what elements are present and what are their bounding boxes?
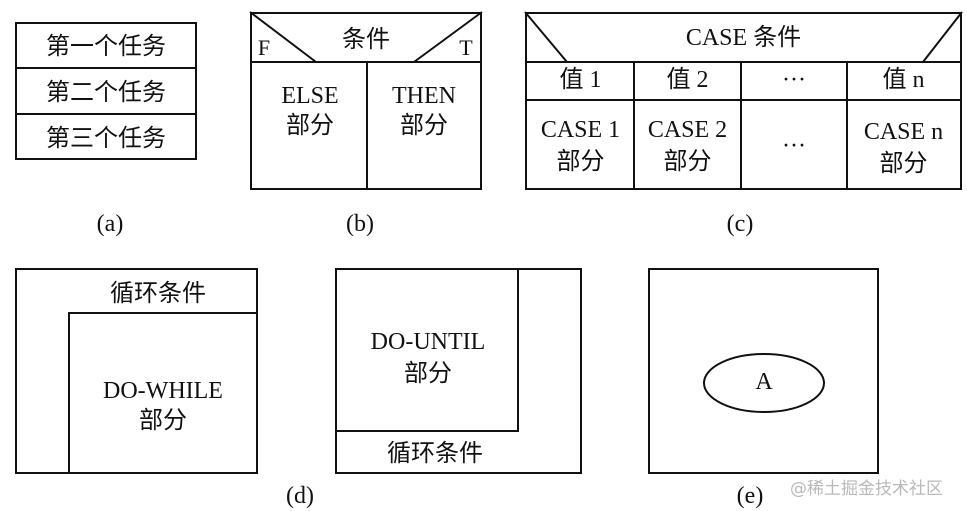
case-value-2: 值 2 xyxy=(666,67,709,93)
task-3: 第三个任务 xyxy=(46,126,166,152)
sequence-box xyxy=(15,22,197,160)
do-until-inner-box xyxy=(335,268,519,432)
task-1: 第一个任务 xyxy=(46,34,166,60)
case-part-2-line2: 部分 xyxy=(663,149,712,175)
task-2: 第二个任务 xyxy=(46,80,166,106)
if-else-diagonal-left xyxy=(249,11,317,63)
case-part-n-line2: 部分 xyxy=(879,151,928,177)
caption-c: (c) xyxy=(726,211,754,237)
case-part-1-line1: CASE 1 xyxy=(540,117,621,143)
case-value-ellipsis: ··· xyxy=(782,67,806,93)
caption-b: (b) xyxy=(346,211,374,237)
else-part-line1: ELSE xyxy=(281,83,339,109)
else-part-line2: 部分 xyxy=(286,113,334,139)
case-diagonal-right xyxy=(922,11,963,63)
do-until-body-line1: DO-UNTIL xyxy=(370,329,486,355)
do-until-body-line2: 部分 xyxy=(404,361,452,387)
condition-label: 条件 xyxy=(342,27,390,53)
true-label: T xyxy=(459,35,473,60)
watermark: @稀土掘金技术社区 xyxy=(790,479,943,499)
caption-a: (a) xyxy=(96,211,124,237)
module-box xyxy=(648,268,879,474)
do-while-condition: 循环条件 xyxy=(110,281,206,307)
case-value-1: 值 1 xyxy=(559,67,602,93)
do-while-body-line2: 部分 xyxy=(139,408,187,434)
do-while-body-line1: DO-WHILE xyxy=(103,378,223,404)
case-part-2-line1: CASE 2 xyxy=(647,117,728,143)
then-part-line1: THEN xyxy=(392,83,456,109)
case-value-n-text: 值 n xyxy=(882,67,925,93)
false-label: F xyxy=(257,35,271,60)
module-ellipse xyxy=(703,353,825,413)
case-condition-label: CASE 条件 xyxy=(685,25,802,51)
do-while-inner-box xyxy=(68,312,258,474)
case-part-ellipsis: ··· xyxy=(782,133,806,159)
case-value-n: 值 n xyxy=(847,66,960,94)
case-part-n-line1: CASE n xyxy=(863,119,944,145)
then-part-line2: 部分 xyxy=(400,113,448,139)
do-while-outer-box xyxy=(15,268,258,474)
do-until-condition: 循环条件 xyxy=(387,441,483,467)
case-part-1-line2: 部分 xyxy=(556,149,605,175)
do-until-outer-box xyxy=(335,268,582,474)
case-diagonal-left xyxy=(524,11,568,63)
caption-e: (e) xyxy=(736,483,764,509)
caption-d: (d) xyxy=(286,483,314,509)
if-else-diagonal-right xyxy=(413,11,483,63)
module-node-label: A xyxy=(755,369,773,395)
